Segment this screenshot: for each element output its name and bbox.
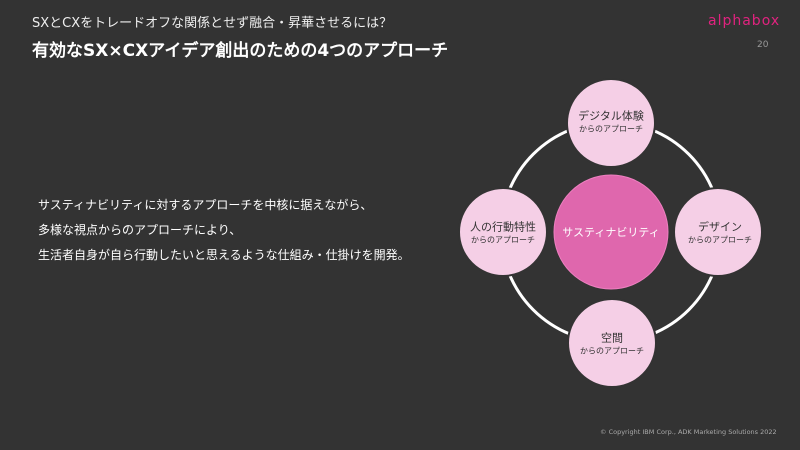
- node-title: デジタル体験: [578, 109, 644, 123]
- node-design: デザインからのアプローチ: [688, 219, 752, 246]
- node-suffix: からのアプローチ: [579, 124, 643, 134]
- body-line: 多様な視点からのアプローチにより、: [38, 223, 242, 237]
- body-line: サスティナビリティに対するアプローチを中核に据えながら、: [38, 198, 373, 212]
- slide-title: 有効なSX×CXアイデア創出のための4つのアプローチ: [32, 41, 449, 61]
- node-circle-right: [673, 187, 763, 277]
- body-line: 生活者自身が自ら行動したいと思えるような仕組み・仕掛けを開発。: [38, 248, 410, 262]
- alphabox-logo: alphabox: [708, 13, 781, 29]
- node-suffix: からのアプローチ: [688, 235, 752, 245]
- node-circle-left: [458, 187, 548, 277]
- node-space: 空間からのアプローチ: [580, 330, 644, 357]
- body-text: サスティナビリティに対するアプローチを中核に据えながら、 多様な視点からのアプロ…: [38, 193, 410, 268]
- center-label: サスティナビリティ: [562, 226, 660, 239]
- slide-subtitle: SXとCXをトレードオフな関係とせず融合・昇華させるには？: [32, 16, 393, 31]
- node-digital: デジタル体験からのアプローチ: [578, 108, 644, 135]
- node-circle-bottom: [567, 298, 657, 388]
- node-title: 人の行動特性: [470, 220, 536, 234]
- center-circle: [553, 174, 669, 290]
- page-number: 20: [757, 40, 769, 50]
- copyright: © Copyright IBM Corp., ADK Marketing Sol…: [600, 428, 777, 436]
- node-suffix: からのアプローチ: [471, 235, 535, 245]
- node-title: デザイン: [698, 220, 742, 234]
- node-behavior: 人の行動特性からのアプローチ: [470, 219, 536, 246]
- node-circle-top: [566, 78, 656, 168]
- node-suffix: からのアプローチ: [580, 346, 644, 356]
- node-title: 空間: [601, 331, 623, 345]
